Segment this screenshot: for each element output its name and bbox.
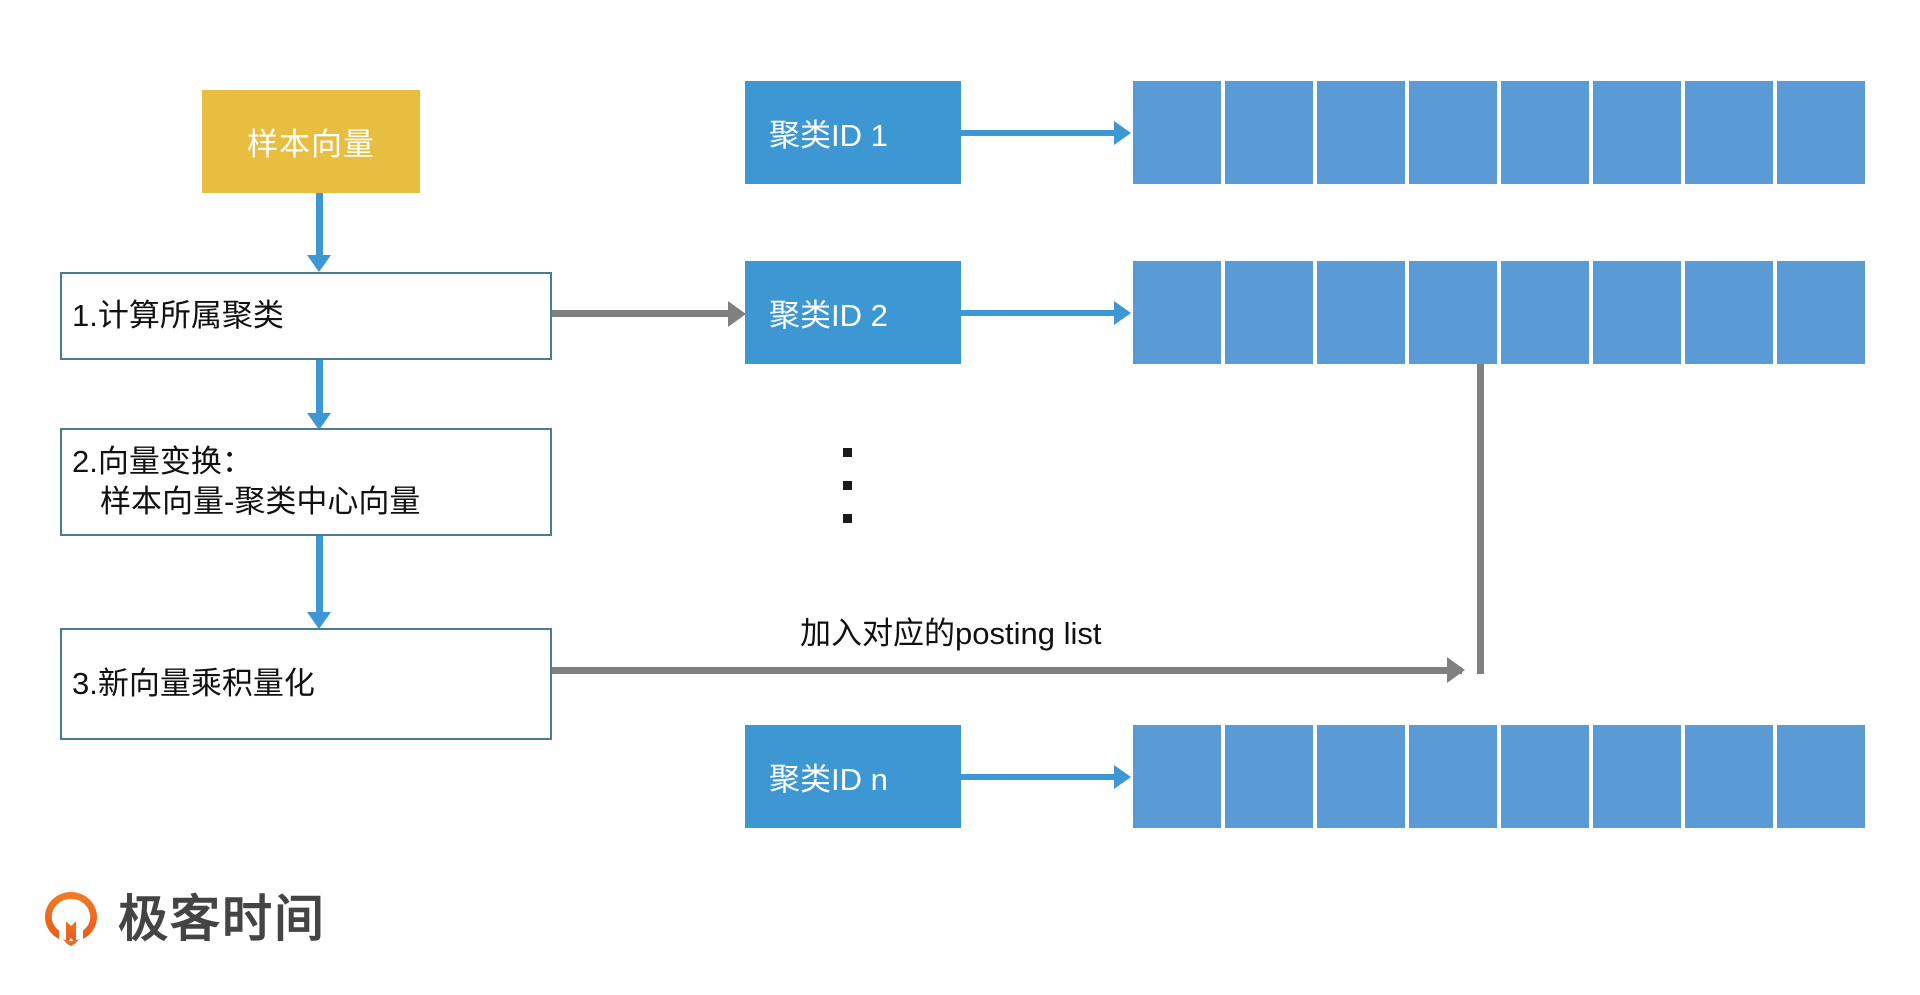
ellipsis-dot	[843, 481, 852, 490]
arrow-head-right-icon	[728, 301, 746, 327]
posting-cell[interactable]	[1501, 81, 1589, 184]
posting-cell[interactable]	[1409, 81, 1497, 184]
posting-list-1[interactable]	[1133, 81, 1865, 184]
arrow-cluster1-to-posting-list-1	[961, 121, 1133, 145]
arrow-cluster2-to-posting-list-2	[961, 301, 1133, 325]
arrow-head-right-icon	[1114, 765, 1131, 789]
posting-cell[interactable]	[1777, 81, 1865, 184]
ellipsis-dot	[843, 448, 852, 457]
arrow-step1-to-step2	[307, 360, 331, 430]
geektime-logo-mark-icon	[42, 890, 100, 948]
vertical-ellipsis	[843, 448, 852, 523]
arrow-shaft	[961, 130, 1116, 136]
posting-cell[interactable]	[1593, 81, 1681, 184]
sample-vector-box[interactable]: 样本向量	[202, 90, 420, 193]
arrow-step1-to-cluster2	[552, 301, 747, 327]
cluster-id-label-1: 聚类ID 1	[769, 118, 888, 153]
arrow-shaft	[316, 360, 323, 413]
posting-cell[interactable]	[1501, 261, 1589, 364]
arrow-sample-to-step1	[307, 193, 331, 272]
posting-cell[interactable]	[1317, 81, 1405, 184]
arrow-clustern-to-posting-list-n	[961, 765, 1133, 789]
posting-cell[interactable]	[1685, 81, 1773, 184]
cluster-id-label-n: 聚类ID n	[769, 762, 888, 797]
step-2-line-2: 样本向量-聚类中心向量	[100, 484, 421, 519]
arrow-shaft	[961, 774, 1116, 780]
posting-cell[interactable]	[1225, 81, 1313, 184]
posting-list-n[interactable]	[1133, 725, 1865, 828]
posting-cell[interactable]	[1133, 261, 1221, 364]
arrow-shaft	[961, 310, 1116, 316]
arrow-shaft-horizontal	[552, 667, 1462, 674]
posting-cell[interactable]	[1593, 725, 1681, 828]
arrow-shaft	[316, 536, 323, 612]
cluster-id-box-1[interactable]: 聚类ID 1	[745, 81, 961, 184]
arrow-head-down-icon	[307, 413, 331, 430]
posting-cell[interactable]	[1777, 261, 1865, 364]
logo-text: 极客时间	[118, 891, 326, 947]
arrow-step2-to-step3	[307, 536, 331, 630]
arrow-head-right-icon	[1114, 301, 1131, 325]
posting-cell[interactable]	[1225, 725, 1313, 828]
posting-cell[interactable]	[1317, 725, 1405, 828]
posting-list-2[interactable]	[1133, 261, 1865, 364]
arrow-head-right-icon	[1447, 657, 1465, 683]
posting-list-caption: 加入对应的posting list	[800, 616, 1102, 651]
posting-cell[interactable]	[1777, 725, 1865, 828]
step-2-line-1: 2.向量变换：	[72, 444, 253, 480]
posting-cell[interactable]	[1409, 725, 1497, 828]
brand-logo: 极客时间	[42, 890, 326, 948]
arrow-head-down-icon	[307, 612, 331, 629]
posting-cell[interactable]	[1409, 261, 1497, 364]
step-box-3[interactable]: 3.新向量乘积量化	[60, 628, 552, 740]
arrow-shaft	[552, 310, 730, 317]
arrow-head-right-icon	[1114, 121, 1131, 145]
posting-cell[interactable]	[1685, 725, 1773, 828]
step-3-line-1: 3.新向量乘积量化	[72, 666, 315, 702]
arrow-shaft-vertical	[1477, 358, 1484, 674]
posting-cell[interactable]	[1501, 725, 1589, 828]
ellipsis-dot	[843, 514, 852, 523]
step-1-line-1: 1.计算所属聚类	[72, 298, 284, 334]
step-box-2[interactable]: 2.向量变换： 样本向量-聚类中心向量	[60, 428, 552, 536]
arrow-shaft	[316, 193, 323, 255]
posting-cell[interactable]	[1133, 81, 1221, 184]
posting-cell[interactable]	[1685, 261, 1773, 364]
cluster-id-box-2[interactable]: 聚类ID 2	[745, 261, 961, 364]
step-box-1[interactable]: 1.计算所属聚类	[60, 272, 552, 360]
posting-cell[interactable]	[1317, 261, 1405, 364]
cluster-id-box-n[interactable]: 聚类ID n	[745, 725, 961, 828]
sample-vector-label: 样本向量	[247, 127, 375, 162]
arrow-head-down-icon	[307, 255, 331, 272]
cluster-id-label-2: 聚类ID 2	[769, 298, 888, 333]
posting-cell[interactable]	[1133, 725, 1221, 828]
posting-cell[interactable]	[1593, 261, 1681, 364]
posting-cell[interactable]	[1225, 261, 1313, 364]
